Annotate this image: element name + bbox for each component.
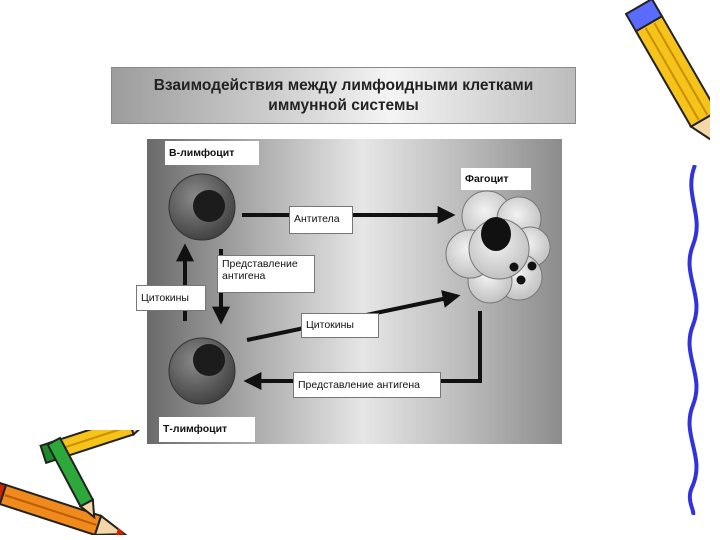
diagram-graphics	[168, 173, 551, 405]
antigen-presentation-label-2: Представление антигена	[293, 372, 441, 398]
diagram-panel: В-лимфоцит Т-лимфоцит Фагоцит Антитела П…	[136, 139, 562, 444]
b-lymphocyte-label: В-лимфоцит	[165, 141, 259, 165]
title-banner: Взаимодействия между лимфоидными клеткам…	[111, 67, 576, 124]
t-lymphocyte-cell	[168, 337, 236, 405]
crossed-pencils-icon	[0, 430, 150, 535]
pencil-icon	[624, 0, 710, 148]
t-lymphocyte-label: Т-лимфоцит	[159, 417, 255, 442]
antigen-presentation-label-1: Представление антигена	[217, 255, 315, 293]
antibodies-label: Антитела	[289, 206, 353, 234]
b-lymphocyte-cell	[168, 173, 236, 241]
cytokines-label-left: Цитокины	[136, 285, 206, 311]
phagocyte-cell	[445, 190, 551, 304]
wavy-border	[687, 165, 699, 515]
cytokines-label-right: Цитокины	[301, 313, 379, 338]
phagocyte-label: Фагоцит	[461, 168, 531, 190]
diagram-title: Взаимодействия между лимфоидными клеткам…	[153, 76, 534, 114]
